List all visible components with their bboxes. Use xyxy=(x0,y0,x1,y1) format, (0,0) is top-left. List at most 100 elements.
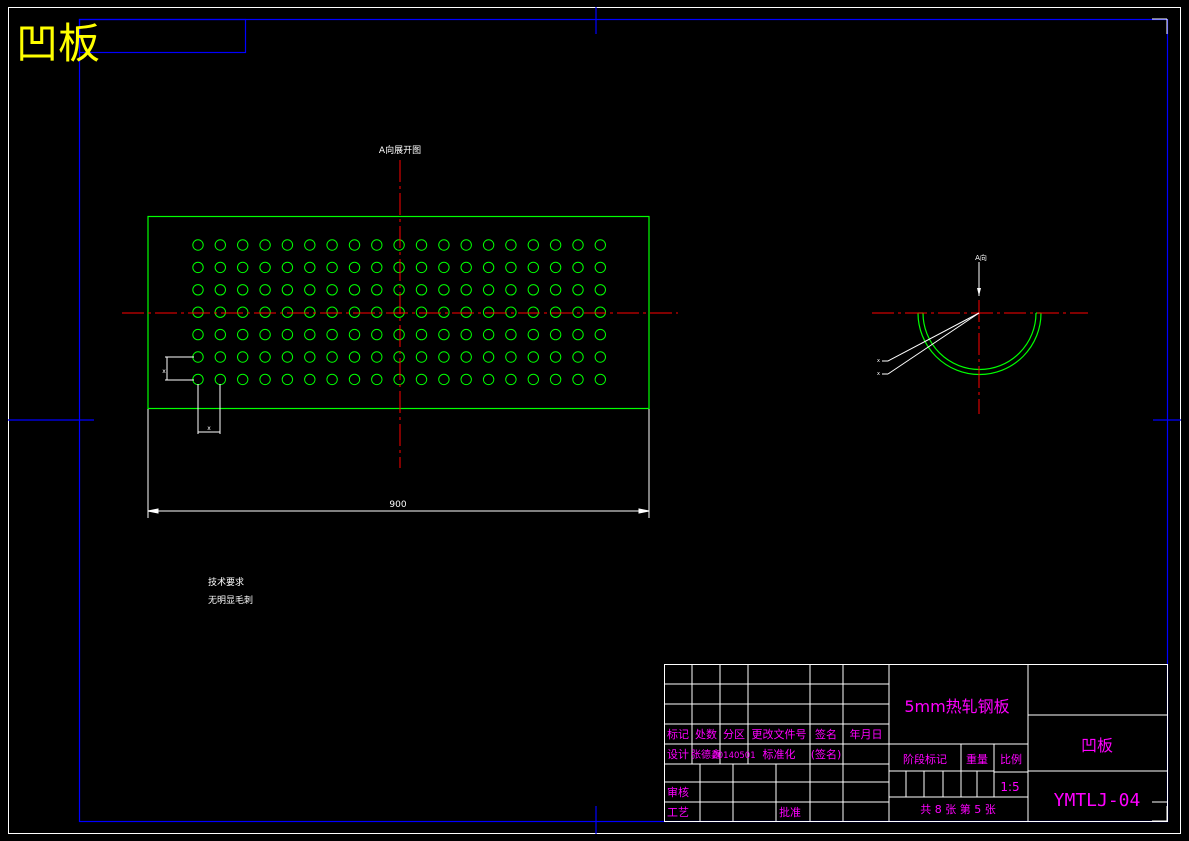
hole xyxy=(371,239,383,251)
hole xyxy=(527,239,539,251)
hole xyxy=(192,261,204,274)
tb-review: 审核 xyxy=(667,785,689,799)
hole xyxy=(348,351,361,363)
hole xyxy=(572,239,584,251)
hole xyxy=(505,284,517,296)
hole xyxy=(505,373,517,386)
hole xyxy=(326,261,338,274)
hole xyxy=(482,306,495,318)
hole xyxy=(259,261,271,274)
hole xyxy=(326,284,338,296)
hole xyxy=(304,373,316,386)
hole xyxy=(438,373,450,386)
hole xyxy=(326,328,338,341)
hole xyxy=(460,328,472,341)
hole xyxy=(304,351,316,363)
hole xyxy=(371,351,383,363)
hole xyxy=(482,261,495,274)
tb-scale-label: 比例 xyxy=(1000,752,1022,766)
hole xyxy=(393,373,405,386)
hole xyxy=(460,351,472,363)
hole xyxy=(326,306,338,318)
hole xyxy=(304,328,316,341)
tb-sheets: 共 8 张 第 5 张 xyxy=(920,802,995,816)
dimension-small-horizontal: x xyxy=(207,425,211,432)
hole xyxy=(304,261,316,274)
hole xyxy=(214,306,227,318)
hole xyxy=(549,306,562,318)
hole xyxy=(572,261,584,274)
hole xyxy=(192,284,204,296)
hole xyxy=(192,239,204,251)
leader-label-1: x xyxy=(877,358,880,364)
hole xyxy=(415,328,428,341)
hole xyxy=(393,328,405,341)
hole xyxy=(259,373,271,386)
hole xyxy=(304,284,316,296)
hole xyxy=(393,351,405,363)
hole xyxy=(259,328,271,341)
hole-grid xyxy=(192,239,606,386)
hole xyxy=(281,239,294,251)
hole xyxy=(259,284,271,296)
hole xyxy=(572,351,584,363)
hole xyxy=(281,306,294,318)
hole xyxy=(594,328,606,341)
hole xyxy=(393,284,405,296)
view-label: A向展开图 xyxy=(379,144,421,156)
width-dimension xyxy=(147,409,650,518)
hole xyxy=(259,239,271,251)
tb-design-label: 设计 xyxy=(667,748,689,761)
hole xyxy=(326,373,338,386)
hole xyxy=(460,261,472,274)
hole xyxy=(438,328,450,341)
hole xyxy=(505,261,517,274)
hole xyxy=(371,284,383,296)
leader-label-2: x xyxy=(877,371,880,377)
section-label: A向 xyxy=(975,253,987,262)
hole xyxy=(281,284,294,296)
hole xyxy=(237,239,249,251)
tb-signature-placeholder: (签名) xyxy=(811,747,842,761)
tb-header-count: 处数 xyxy=(695,728,717,741)
hole xyxy=(326,351,338,363)
hole xyxy=(549,373,562,386)
tb-part-name: 凹板 xyxy=(1081,736,1113,755)
hole xyxy=(237,306,249,318)
hole xyxy=(549,261,562,274)
hole xyxy=(438,261,450,274)
hole xyxy=(572,373,584,386)
hole xyxy=(415,239,428,251)
hole xyxy=(348,328,361,341)
hole xyxy=(415,351,428,363)
hole xyxy=(192,328,204,341)
hole xyxy=(348,239,361,251)
hole xyxy=(594,261,606,274)
tb-scale-value: 1:5 xyxy=(1000,780,1019,794)
dimension-small-vertical: x xyxy=(162,368,166,375)
tb-designer-name: 张德鑫 xyxy=(691,748,721,761)
hole xyxy=(304,239,316,251)
hole xyxy=(594,373,606,386)
hole xyxy=(572,284,584,296)
tb-design-date: 20140501 xyxy=(712,751,755,761)
centering-marks xyxy=(8,7,1181,834)
hole xyxy=(505,328,517,341)
hole xyxy=(527,351,539,363)
hole xyxy=(415,261,428,274)
tech-requirements-item: 无明显毛刺 xyxy=(208,594,253,606)
hole xyxy=(594,306,606,318)
hole xyxy=(438,284,450,296)
hole xyxy=(237,261,249,274)
hole xyxy=(371,306,383,318)
tb-material: 5mm热轧钢板 xyxy=(904,697,1009,716)
hole xyxy=(304,306,316,318)
hole xyxy=(348,373,361,386)
hole xyxy=(371,328,383,341)
hole xyxy=(460,306,472,318)
hole xyxy=(281,351,294,363)
title-box xyxy=(78,18,247,54)
hole xyxy=(415,373,428,386)
hole xyxy=(527,328,539,341)
